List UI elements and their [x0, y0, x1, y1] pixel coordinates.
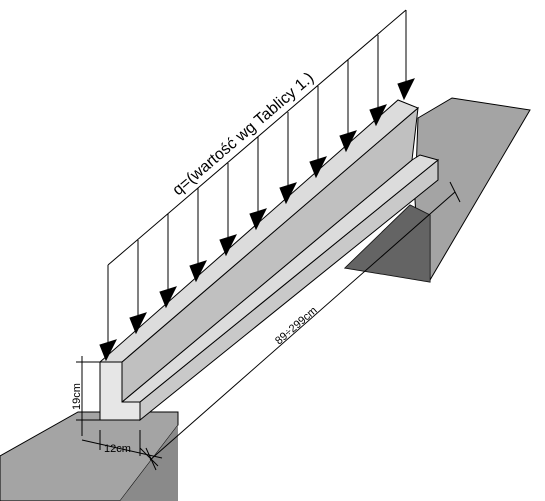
height-dimension — [76, 356, 100, 436]
left-support — [0, 411, 179, 501]
width-dimension — [81, 430, 163, 467]
distributed-load — [99, 9, 415, 362]
lintel-beam — [98, 99, 440, 422]
height-label: 19cm — [71, 383, 83, 410]
load-label: q=(wartość wg Tablicy 1.) — [170, 69, 318, 199]
right-support — [343, 97, 531, 283]
span-label: 89÷299cm — [273, 305, 320, 348]
width-label: 12cm — [104, 443, 131, 455]
